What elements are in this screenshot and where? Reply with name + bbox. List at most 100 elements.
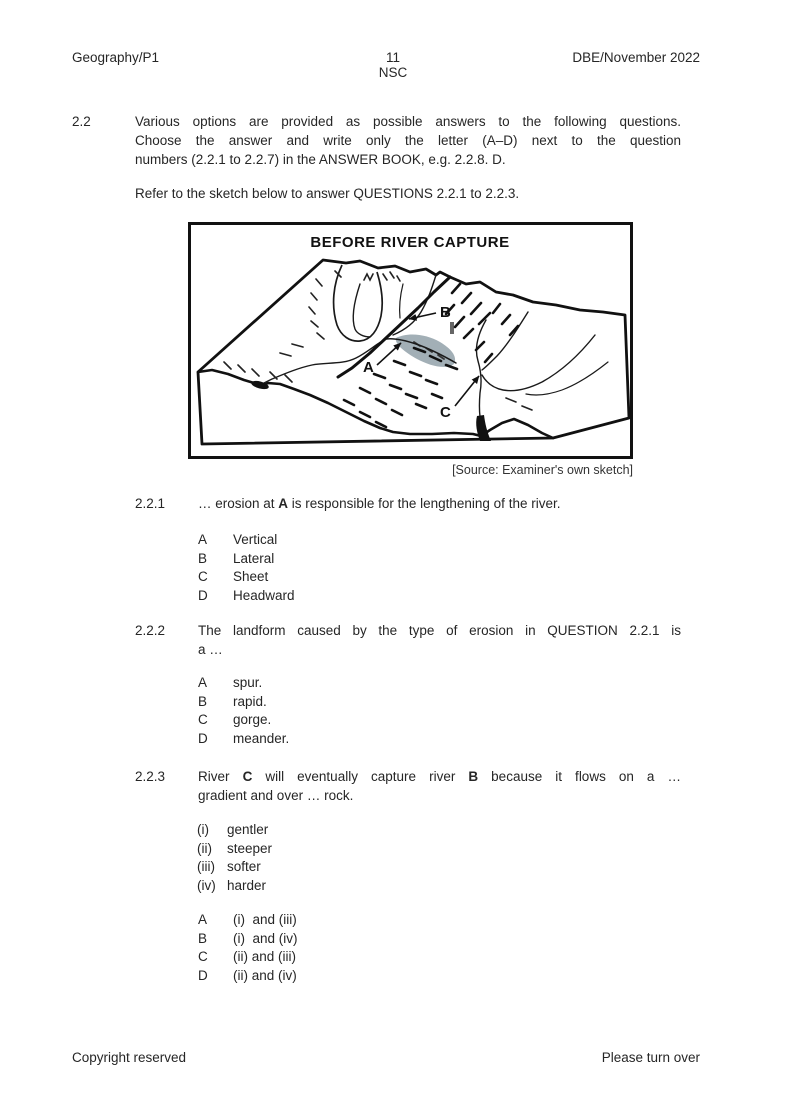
option-row: A Vertical (198, 531, 295, 550)
roman-option-row: (iv) harder (197, 877, 272, 896)
river-c-exit (476, 415, 491, 441)
options-2-2-3: A (i) and (iii) B (i) and (iv) C (ii) and (… (198, 911, 298, 985)
roman-label: (iii) (197, 859, 215, 874)
river-b-upper (352, 283, 371, 338)
question-2-2-number: 2.2 (72, 114, 91, 129)
roman-text: harder (227, 877, 267, 893)
option-text: (i) and (iv) (233, 930, 298, 946)
option-row: C (ii) and (iii) (198, 948, 298, 967)
arrow-c (454, 375, 480, 407)
intro-line-3: numbers (2.2.1 to 2.2.7) in the ANSWER B… (135, 152, 506, 167)
refer-instruction: Refer to the sketch below to answer QUES… (135, 186, 520, 201)
q221-text-bold: A (278, 496, 289, 511)
q223-part1: River (198, 769, 243, 784)
option-text: rapid. (233, 693, 267, 709)
river-capture-segment (385, 338, 457, 364)
question-2-2-3-text: River C will eventually capture river B … (198, 767, 681, 805)
option-row: B (i) and (iv) (198, 930, 298, 949)
roman-options-2-2-3: (i) gentler (ii) steeper (iii)softer (iv) h… (197, 821, 272, 895)
capture-zone-mark (450, 322, 454, 334)
option-text: spur. (233, 675, 263, 690)
bold-hachures (342, 282, 520, 429)
header-session: DBE/November 2022 (572, 50, 700, 65)
option-row: A (i) and (iii) (198, 911, 298, 930)
roman-label: (i) (197, 822, 209, 837)
option-text: Headward (233, 587, 295, 603)
q223-bold-b: B (468, 769, 479, 784)
sketch-figure: BEFORE RIVER CAPTURE (188, 222, 633, 459)
right-plain-stream (525, 361, 609, 396)
option-text: gorge. (233, 712, 272, 727)
q222-line-1: The landform caused by the type of erosi… (198, 623, 681, 638)
option-letter: A (198, 912, 208, 927)
ridge-crest (336, 275, 452, 379)
option-letter: B (198, 930, 208, 946)
q223-bold-c: C (242, 769, 253, 784)
river-b-tributary (399, 283, 404, 319)
q221-text-post: is responsible for the lengthening of th… (288, 496, 561, 511)
option-text: (ii) and (iv) (233, 967, 297, 983)
river-c-tributary-2 (481, 334, 596, 392)
option-text: Lateral (233, 550, 275, 566)
question-2-2-1-number: 2.2.1 (135, 496, 166, 511)
label-a: A (363, 359, 374, 376)
roman-option-row: (ii) steeper (197, 840, 272, 859)
question-2-2-intro: Various options are provided as possible… (135, 112, 681, 169)
label-c: C (440, 404, 451, 421)
option-text: Sheet (233, 569, 269, 584)
roman-label: (ii) (197, 840, 212, 856)
option-row: D Headward (198, 587, 295, 606)
sketch-title: BEFORE RIVER CAPTURE (310, 234, 509, 251)
option-letter: D (198, 967, 208, 983)
question-2-2-2-text: The landform caused by the type of erosi… (198, 621, 681, 659)
q223-part3: because it flows on a … (478, 769, 681, 784)
option-text: (i) and (iii) (233, 912, 297, 927)
arrow-a (376, 342, 402, 366)
roman-option-row: (iii)softer (197, 858, 272, 877)
river-b-exit (251, 380, 269, 390)
question-2-2-1-text: … erosion at A is responsible for the le… (198, 494, 681, 513)
header-subject: Geography/P1 (72, 50, 160, 65)
option-letter: B (198, 550, 208, 566)
option-letter: C (198, 569, 208, 584)
footer-turn-over: Please turn over (601, 1050, 700, 1065)
footer-copyright: Copyright reserved (72, 1050, 187, 1065)
river-b-headstream (392, 274, 437, 336)
q222-line-2: a … (198, 642, 223, 657)
option-letter: A (198, 675, 208, 690)
option-letter: D (198, 730, 208, 746)
roman-text: gentler (227, 822, 269, 837)
label-b: B (440, 304, 451, 321)
option-row: C Sheet (198, 568, 295, 587)
header-exam-level: NSC (378, 65, 408, 80)
intro-line-1: Various options are provided as possible… (135, 114, 681, 129)
intro-line-2: Choose the answer and write only the let… (135, 133, 681, 148)
option-row: D (ii) and (iv) (198, 967, 298, 986)
option-letter: C (198, 949, 208, 964)
q223-line-1: River C will eventually capture river B … (198, 767, 681, 786)
header-page-number: 11 (385, 50, 400, 65)
option-text: meander. (233, 730, 290, 746)
option-text: Vertical (233, 532, 278, 547)
question-2-2-3-number: 2.2.3 (135, 769, 166, 784)
option-row: B Lateral (198, 550, 295, 569)
river-b-main (259, 338, 387, 386)
option-text: (ii) and (iii) (233, 949, 297, 964)
valley-rim (332, 264, 384, 342)
option-letter: D (198, 587, 208, 603)
option-letter: A (198, 532, 208, 547)
roman-label: (iv) (197, 877, 216, 893)
figure-source: [Source: Examiner's own sketch] (452, 463, 633, 477)
q223-part2: will eventually capture river (252, 769, 469, 784)
roman-text: steeper (227, 840, 273, 856)
river-capture-sketch: BEFORE RIVER CAPTURE (188, 222, 633, 459)
question-2-2-2-number: 2.2.2 (135, 623, 166, 638)
arrow-b (408, 312, 437, 321)
option-letter: C (198, 712, 208, 727)
